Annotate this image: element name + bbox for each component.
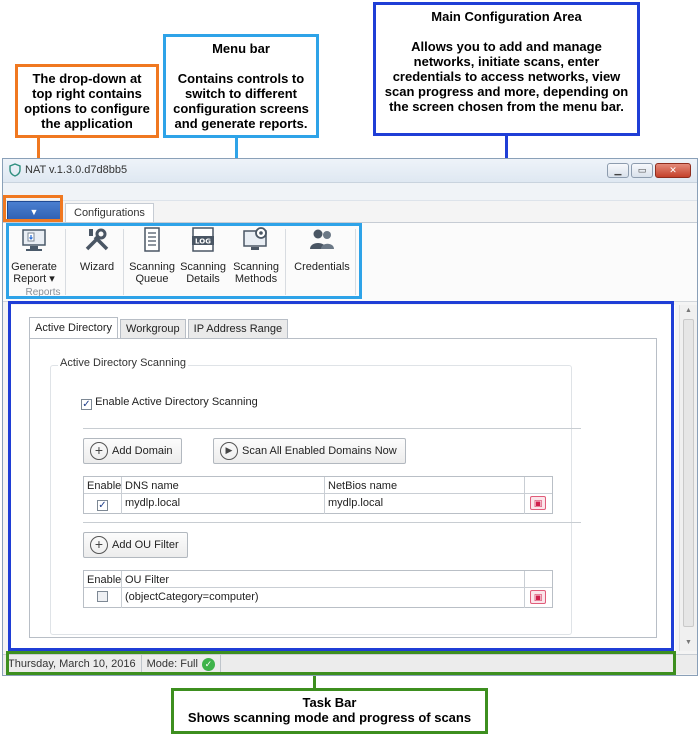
ou-filter-cell[interactable]: (objectCategory=computer) <box>122 588 525 608</box>
table-row[interactable]: ✓ mydlp.local mydlp.local ▣ <box>84 494 552 514</box>
taskbar-leader <box>313 675 316 688</box>
scroll-up-icon[interactable]: ▲ <box>685 307 692 314</box>
maximize-button[interactable]: ▭ <box>631 163 653 178</box>
enable-ad-checkbox[interactable]: ✓ <box>81 399 92 410</box>
log-icon: LOG <box>192 227 214 252</box>
scanning-methods-label: Scanning Methods <box>233 261 279 285</box>
window-title: NAT v.1.3.0.d7d8bb5 <box>25 164 128 176</box>
column-header: OU Filter <box>122 571 525 587</box>
queue-icon <box>144 227 160 252</box>
scanning-queue-label: Scanning Queue <box>129 261 175 285</box>
plus-icon: + <box>90 442 108 460</box>
add-ou-filter-button[interactable]: + Add OU Filter <box>83 532 188 558</box>
row-enable-checkbox[interactable]: ✓ <box>97 500 108 511</box>
users-icon <box>310 229 334 249</box>
domains-table-header: Enable DNS name NetBios name <box>84 477 552 494</box>
row-enable-cell: ✓ <box>84 494 122 514</box>
tools-icon <box>85 228 109 251</box>
netbios-name-cell[interactable]: mydlp.local <box>325 494 525 514</box>
enable-ad-label: Enable Active Directory Scanning <box>95 396 258 408</box>
vertical-scrollbar[interactable]: ▲ ▼ <box>679 305 697 651</box>
scan-all-domains-button[interactable]: ▶ Scan All Enabled Domains Now <box>213 438 406 464</box>
column-header: Enable <box>84 477 122 493</box>
domains-table: Enable DNS name NetBios name ✓ mydlp.loc… <box>83 476 553 514</box>
status-mode-label: Mode: Full <box>146 658 198 670</box>
scanning-methods-button[interactable]: Scanning Methods <box>231 225 281 285</box>
methods-icon <box>243 227 267 250</box>
row-enable-cell <box>84 588 122 608</box>
generate-report-button[interactable]: Generate Report ▾ <box>11 225 57 285</box>
ribbon-divider <box>65 229 66 295</box>
column-header: NetBios name <box>325 477 525 493</box>
check-icon: ✓ <box>201 658 215 671</box>
dns-name-cell[interactable]: mydlp.local <box>122 494 325 514</box>
add-ou-label: Add OU Filter <box>112 539 179 551</box>
scanning-details-button[interactable]: LOG Scanning Details <box>179 225 227 285</box>
chevron-down-icon: ▼ <box>29 207 39 217</box>
active-directory-panel: ✓ Enable Active Directory Scanning + Add… <box>29 338 657 638</box>
divider <box>83 522 581 523</box>
menubar-callout: Menu bar Contains controls to switch to … <box>163 34 319 138</box>
reports-group-label: Reports <box>25 287 61 298</box>
app-window: NAT v.1.3.0.d7d8bb5 ▁ ▭ ✕ ▼ Configuratio… <box>2 158 698 676</box>
ou-filter-table: Enable OU Filter (objectCategory=compute… <box>83 570 553 608</box>
scan-all-label: Scan All Enabled Domains Now <box>242 445 397 457</box>
delete-cell: ▣ <box>525 494 552 514</box>
scanning-queue-button[interactable]: Scanning Queue <box>129 225 175 285</box>
add-domain-button[interactable]: + Add Domain <box>83 438 182 464</box>
scroll-down-icon[interactable]: ▼ <box>685 639 692 646</box>
divider <box>83 428 581 429</box>
status-date: Thursday, March 10, 2016 <box>3 655 142 674</box>
ribbon-menu-bar: Generate Report ▾ Wizard Scanning Queue <box>3 222 697 302</box>
credentials-button[interactable]: Credentials <box>291 225 353 273</box>
column-header: Enable <box>84 571 122 587</box>
generate-report-label: Generate Report ▾ <box>11 261 57 285</box>
status-mode: Mode: Full ✓ <box>142 655 221 674</box>
subtab-strip: Active Directory Workgroup IP Address Ra… <box>29 317 290 338</box>
ad-scanning-groupbox: ✓ Enable Active Directory Scanning + Add… <box>50 365 581 635</box>
ribbon-divider <box>285 229 286 295</box>
table-row[interactable]: (objectCategory=computer) ▣ <box>84 588 552 608</box>
credentials-label: Credentials <box>294 261 350 273</box>
column-header <box>525 571 552 587</box>
add-domain-label: Add Domain <box>112 445 173 457</box>
column-header <box>525 477 552 493</box>
taskbar-callout: Task Bar Shows scanning mode and progres… <box>171 688 488 734</box>
plus-icon: + <box>90 536 108 554</box>
shield-icon <box>9 163 21 177</box>
app-menu-dropdown[interactable]: ▼ <box>7 201 61 223</box>
enable-ad-row[interactable]: ✓ Enable Active Directory Scanning <box>81 396 258 410</box>
main-area-callout: Main Configuration Area Allows you to ad… <box>373 2 640 136</box>
play-icon: ▶ <box>220 442 238 460</box>
delete-icon[interactable]: ▣ <box>530 496 546 510</box>
title-bar: NAT v.1.3.0.d7d8bb5 ▁ ▭ ✕ <box>3 159 697 183</box>
toolbar-strip <box>3 183 697 201</box>
tab-ip-address-range[interactable]: IP Address Range <box>187 319 289 338</box>
close-button[interactable]: ✕ <box>655 163 691 178</box>
svg-text:LOG: LOG <box>195 238 211 246</box>
column-header: DNS name <box>122 477 325 493</box>
task-bar: Thursday, March 10, 2016 Mode: Full ✓ <box>3 654 697 674</box>
minimize-button[interactable]: ▁ <box>607 163 629 178</box>
report-icon <box>22 229 46 251</box>
main-configuration-area: Active Directory Workgroup IP Address Ra… <box>11 305 675 651</box>
tab-active-directory[interactable]: Active Directory <box>29 317 119 338</box>
scanning-details-label: Scanning Details <box>180 261 226 285</box>
dropdown-callout: The drop-down at top right contains opti… <box>15 64 159 138</box>
ribbon-divider <box>123 229 124 295</box>
row-enable-checkbox[interactable] <box>97 591 108 602</box>
ou-table-header: Enable OU Filter <box>84 571 552 588</box>
wizard-label: Wizard <box>79 261 115 273</box>
delete-cell: ▣ <box>525 588 552 608</box>
ribbon-divider <box>355 229 356 295</box>
ad-scanning-title: Active Directory Scanning <box>58 357 188 369</box>
tab-workgroup[interactable]: Workgroup <box>120 319 186 338</box>
wizard-button[interactable]: Wizard <box>75 225 119 273</box>
tab-configurations[interactable]: Configurations <box>65 203 154 223</box>
delete-icon[interactable]: ▣ <box>530 590 546 604</box>
scroll-thumb[interactable] <box>683 319 694 627</box>
